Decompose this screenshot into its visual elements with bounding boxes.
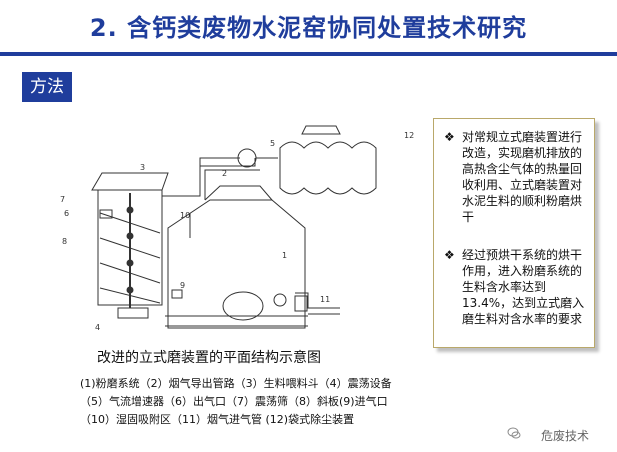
note-item: ❖ 对常规立式磨装置进行改造，实现磨机排放的高热含尘气体的热量回收利用、立式磨装…	[444, 129, 589, 225]
feed-hopper	[91, 172, 169, 191]
vibration-device	[117, 307, 149, 319]
gas-inlet-pipe	[295, 292, 340, 315]
label-4: 4	[95, 323, 100, 332]
bag-filter	[279, 141, 377, 195]
label-1: 1	[282, 251, 287, 260]
label-11: 11	[320, 295, 330, 304]
airflow-booster	[237, 148, 257, 168]
label-2: 2	[222, 169, 227, 178]
diamond-bullet-icon: ❖	[444, 248, 455, 262]
outlet-6	[99, 209, 113, 219]
vertical-mill-diagram: 1 2 3 4 5 6 7 8 9 10 11 12	[60, 125, 414, 332]
note-text: 经过预烘干系统的烘干作用，进入粉磨系统的生料含水率达到13.4%，达到立式磨入磨…	[462, 248, 585, 326]
title-underline	[0, 52, 617, 56]
label-6: 6	[64, 209, 69, 218]
diamond-bullet-icon: ❖	[444, 130, 455, 144]
label-12: 12	[404, 131, 414, 140]
wechat-icon	[507, 427, 521, 439]
diagram-caption: 改进的立式磨装置的平面结构示意图	[97, 350, 321, 366]
label-3: 3	[140, 163, 145, 172]
slide-title: 2. 含钙类废物水泥窑协同处置技术研究	[89, 14, 528, 42]
grinding-roller	[222, 291, 264, 321]
section-label: 方法	[22, 72, 72, 102]
label-8: 8	[62, 237, 67, 246]
inclined-plates	[99, 212, 161, 304]
note-text: 对常规立式磨装置进行改造，实现磨机排放的高热含尘气体的热量回收利用、立式磨装置对…	[462, 130, 583, 224]
label-9: 9	[180, 281, 185, 290]
flue-gas-pipe	[162, 158, 260, 200]
label-7: 7	[60, 195, 65, 204]
watermark-text: 危废技术	[540, 429, 589, 443]
diagram-legend: (1)粉磨系统（2）烟气导出管路（3）生料喂料斗（4）震荡设备（5）气流增速器（…	[80, 377, 392, 426]
grinding-system	[167, 199, 306, 329]
notes-box: ❖ 对常规立式磨装置进行改造，实现磨机排放的高热含尘气体的热量回收利用、立式磨装…	[433, 118, 595, 348]
note-item: ❖ 经过预烘干系统的烘干作用，进入粉磨系统的生料含水率达到13.4%，达到立式磨…	[444, 247, 589, 327]
inlet-9	[171, 289, 183, 299]
label-5: 5	[270, 139, 275, 148]
label-10: 10	[180, 211, 190, 220]
